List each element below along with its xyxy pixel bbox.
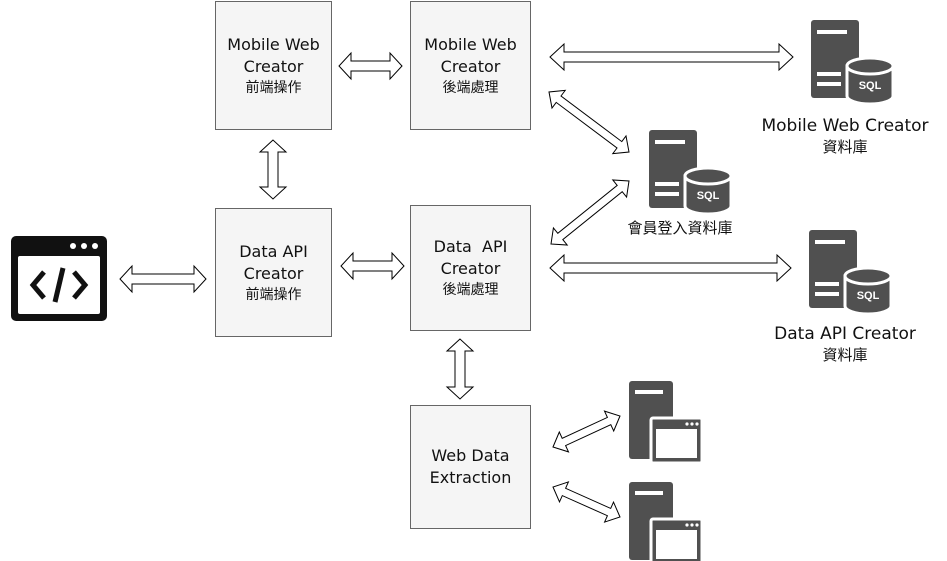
mobile-web-creator-frontend-box: Mobile Web Creator 前端操作 (215, 1, 332, 130)
arrow-mwc-front-back (338, 51, 403, 81)
svg-text:SQL: SQL (857, 290, 880, 302)
arrow-code-dac-front (119, 264, 207, 294)
box-subtitle: 後端處理 (442, 79, 499, 96)
arrow-mwc-back-member-db (548, 89, 630, 155)
box-title: Creator (243, 263, 304, 283)
box-title: Mobile Web (424, 34, 517, 54)
box-title: Creator (440, 259, 501, 278)
arrow-mwc-dac-front (258, 139, 288, 200)
box-title: Creator (440, 56, 501, 76)
data-api-creator-db-label: Data API Creator 資料庫 (755, 323, 935, 366)
box-title: Creator (243, 56, 304, 76)
mobile-web-creator-backend-box: Mobile Web Creator 後端處理 (410, 1, 531, 130)
box-title: Mobile Web (227, 34, 320, 54)
member-login-db-label: 會員登入資料庫 (600, 218, 760, 239)
box-title: Data API (433, 237, 508, 256)
box-title: Extraction (429, 468, 512, 487)
arrow-mwc-back-db (549, 42, 794, 72)
db-title: Mobile Web Creator (761, 116, 929, 136)
db-subtitle: 資料庫 (822, 138, 868, 156)
data-api-creator-frontend-box: Data API Creator 前端操作 (215, 208, 332, 337)
db-subtitle: 資料庫 (822, 346, 868, 364)
arrow-dac-back-member-db (550, 179, 630, 246)
data-api-creator-backend-box: Data API Creator 後端處理 (410, 205, 531, 331)
svg-text:SQL: SQL (697, 190, 720, 202)
web-data-extraction-box: Web Data Extraction (410, 405, 531, 529)
box-subtitle: 前端操作 (245, 79, 302, 96)
arrow-dac-back-wde (445, 338, 475, 400)
arrow-wde-server-1 (552, 410, 621, 453)
box-title: Data API (239, 241, 308, 261)
box-subtitle: 後端處理 (442, 282, 499, 298)
mobile-web-creator-db-label: Mobile Web Creator 資料庫 (745, 115, 945, 158)
arrow-dac-back-db (549, 253, 792, 283)
arrow-wde-server-2 (552, 481, 621, 523)
db-title: Data API Creator (774, 324, 916, 344)
box-title: Web Data (431, 446, 510, 465)
db-title: 會員登入資料庫 (627, 219, 733, 237)
arrow-dac-front-back (340, 251, 405, 281)
svg-text:SQL: SQL (859, 80, 882, 92)
box-subtitle: 前端操作 (245, 286, 302, 303)
